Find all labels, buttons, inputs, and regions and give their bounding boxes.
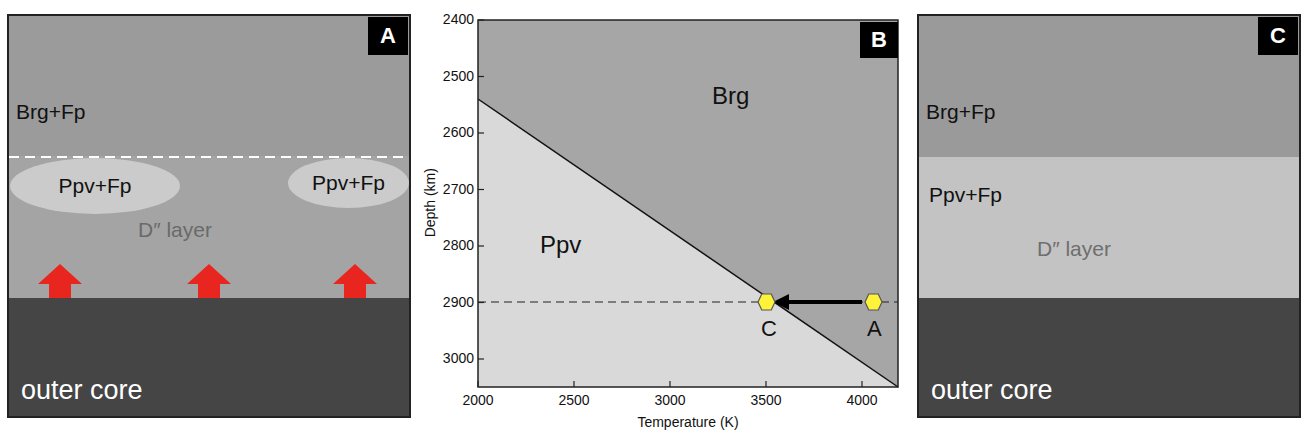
phase-boundary <box>478 99 898 387</box>
tick-label: 3000 <box>443 351 474 366</box>
ticks <box>478 20 862 387</box>
axis-title: Temperature (K) <box>637 415 738 430</box>
node-text: Ppv+Fp <box>312 171 385 194</box>
node-text: Ppv+Fp <box>929 183 1002 206</box>
state-point: A <box>864 293 883 311</box>
tick-label: 2700 <box>443 182 474 197</box>
upper-mantle-shade <box>9 16 409 156</box>
brg-field <box>478 20 898 387</box>
panel-a <box>8 15 410 417</box>
phase-label: Brg+Fp <box>16 100 85 123</box>
field-label: Brg <box>712 83 749 109</box>
node-text: outer core <box>931 376 1053 406</box>
panel-badge: A <box>368 17 408 55</box>
ppv-lens: Ppv+Fp <box>10 158 180 214</box>
plot-frame <box>478 20 898 387</box>
node-text: D″ layer <box>1037 237 1111 260</box>
outer-core: outer core <box>9 298 409 416</box>
node-text: A <box>867 317 882 341</box>
tick-label: 2400 <box>443 12 474 27</box>
node-text: B <box>871 28 887 52</box>
heat-arrows <box>38 264 377 298</box>
layer-label: D″ layer <box>138 218 212 241</box>
outer-core: outer core <box>919 298 1299 416</box>
tick-label: 3000 <box>654 393 685 408</box>
node-text: A <box>380 24 396 48</box>
cmb-depth-line <box>478 301 898 302</box>
tick-label: 4000 <box>846 393 877 408</box>
panel-badge: B <box>860 22 898 58</box>
node-text: outer core <box>21 376 143 406</box>
hexagon-marker <box>864 293 883 311</box>
tick-label: 2800 <box>443 238 474 253</box>
ppv-band: Ppv+Fp D″ layer <box>919 157 1299 298</box>
tick-label: 2600 <box>443 125 474 140</box>
tick-label: 2000 <box>462 393 493 408</box>
hexagon-marker <box>757 293 776 311</box>
cooling-arrow <box>779 300 862 304</box>
ppv-lens: Ppv+Fp <box>288 158 409 208</box>
panel-badge: C <box>1258 17 1298 55</box>
tick-label: 2500 <box>558 393 589 408</box>
node-text: C <box>761 317 777 341</box>
field-label: Ppv <box>540 232 581 258</box>
state-point: C <box>757 293 776 311</box>
ppv-field <box>478 99 898 387</box>
phase-label: Brg+Fp <box>926 100 995 123</box>
node-text: C <box>1270 24 1286 48</box>
tick-label: 3500 <box>750 393 781 408</box>
node-text: Ppv+Fp <box>59 174 132 197</box>
panel-c <box>918 15 1300 417</box>
axis-title: Depth (km) <box>423 168 438 237</box>
tick-label: 2900 <box>443 295 474 310</box>
tick-label: 2500 <box>443 69 474 84</box>
